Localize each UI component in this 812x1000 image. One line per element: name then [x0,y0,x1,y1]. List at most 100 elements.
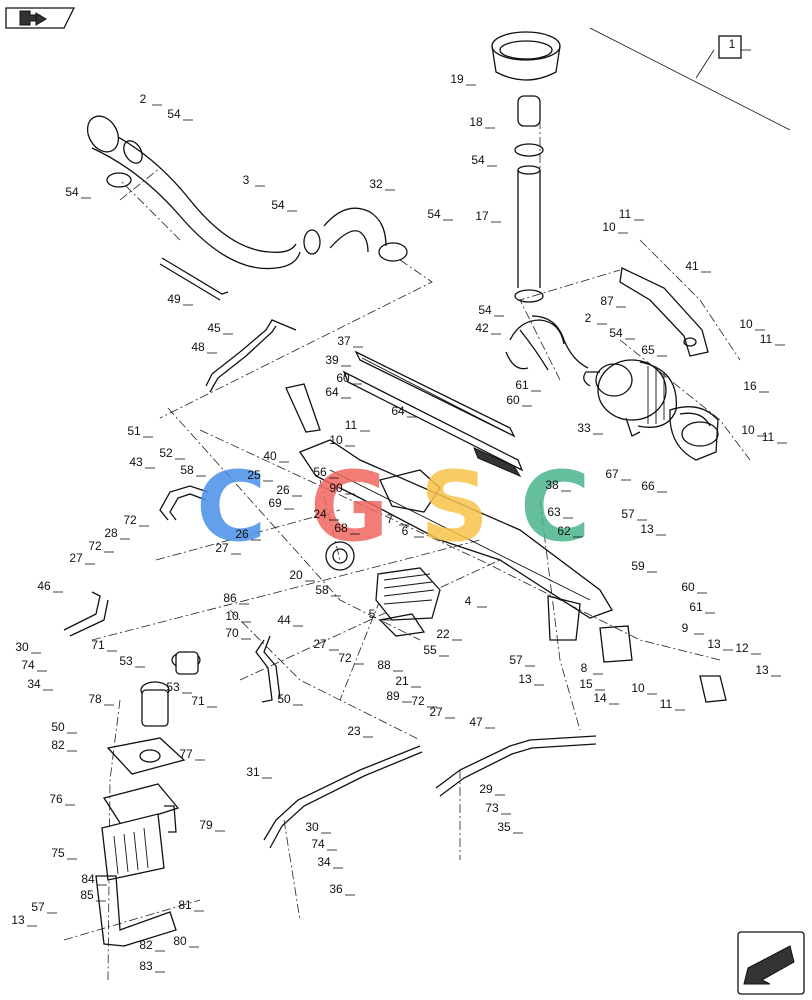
callout-label: 43 [129,455,143,469]
callout-label: 50 [51,720,65,734]
callout-label: 13 [11,913,25,927]
callout-label: 1 [729,37,736,51]
callout-label: 54 [609,326,623,340]
callout-label: 30 [305,820,319,834]
callout-label: 57 [509,653,523,667]
callout-label: 13 [640,522,654,536]
watermark: C G S C [196,451,590,563]
callout-label: 6 [402,524,409,538]
callout-label: 54 [427,207,441,221]
callout-label: 37 [337,334,351,348]
callout-label: 80 [173,934,187,948]
callout-label: 38 [545,478,559,492]
callout-label: 21 [395,674,409,688]
callout-label: 67 [605,467,619,481]
intake-hose [86,115,321,270]
callout-label: 85 [80,888,94,902]
callout-label: 10 [225,609,239,623]
watermark-letter: C [520,451,590,563]
callout-label: 46 [37,579,51,593]
elbow-hose [323,207,408,262]
callout-label: 11 [619,207,632,221]
callout-label: 69 [268,496,282,510]
callout-label: 9 [682,621,689,635]
mounting-strap [619,267,709,357]
callout-label: 24 [313,507,327,521]
callout-label: 13 [518,672,532,686]
callout-label: 4 [465,594,472,608]
callout-label: 84 [81,872,95,886]
callout-label: 34 [317,855,331,869]
callout-label: 65 [641,343,655,357]
callout-label: 27 [313,637,327,651]
compressor-unit [325,541,441,637]
callout-label: 88 [377,658,391,672]
callout-label: 26 [276,483,290,497]
pipes [63,257,597,849]
callout-label: 61 [515,378,529,392]
callout-label: 2 [585,311,592,325]
callout-label: 58 [180,463,194,477]
callout-label: 10 [739,317,753,331]
callout-label: 27 [69,551,83,565]
callout-label: 64 [391,404,405,418]
callout-label: 57 [621,507,635,521]
callout-label: 35 [497,820,511,834]
callout-label: 11 [345,418,358,432]
callout-label: 40 [263,449,277,463]
callout-label: 66 [641,479,655,493]
callout-label: 83 [139,959,153,973]
callout-label: 58 [315,583,329,597]
callout-label: 55 [423,643,437,657]
callout-label: 47 [469,715,483,729]
callout-label: 70 [225,626,239,640]
callout-label: 12 [735,641,749,655]
watermark-letter: C [196,451,266,563]
filter-bracket [669,406,719,461]
precleaner-assembly [491,31,561,303]
callout-label: 28 [104,526,118,540]
callout-label: 62 [557,524,571,538]
callout-label: 16 [743,379,757,393]
callout-label: 54 [167,107,181,121]
callout-label: 54 [271,198,285,212]
callout-label: 72 [411,694,425,708]
callout-label: 26 [235,527,249,541]
callout-label: 13 [707,637,721,651]
callout-label: 39 [325,353,339,367]
next-page-arrow-icon[interactable] [737,931,805,995]
callout-label: 32 [369,177,383,191]
callout-label: 5 [369,607,376,621]
callout-label: 50 [277,692,291,706]
view-arrow-icon[interactable] [5,7,76,29]
callout-label: 42 [475,321,489,335]
callout-label: 11 [762,430,775,444]
callout-label: 18 [469,115,483,129]
callout-label: 23 [347,724,361,738]
callout-label: 60 [506,393,520,407]
radiator-grille [342,350,524,478]
air-filter [583,359,677,437]
callout-label: 29 [479,782,493,796]
callout-label: 78 [88,692,102,706]
callout-label: 77 [179,747,193,761]
callout-label: 72 [123,513,137,527]
reservoir-assembly [95,651,201,947]
callout-label: 57 [31,900,45,914]
callout-label: 10 [329,433,343,447]
callout-label: 90 [329,481,343,495]
callout-label: 22 [436,627,450,641]
callout-label: 19 [450,72,464,86]
callout-label: 7 [387,512,394,526]
callout-label: 11 [660,697,673,711]
callout-label: 48 [191,340,205,354]
callout-label: 30 [15,640,29,654]
elbow-tube [505,315,589,371]
callout-label: 20 [289,568,303,582]
callout-label: 87 [600,294,614,308]
assembly-bracket-line [589,27,791,131]
callout-label: 86 [223,591,237,605]
callout-label: 82 [51,738,65,752]
